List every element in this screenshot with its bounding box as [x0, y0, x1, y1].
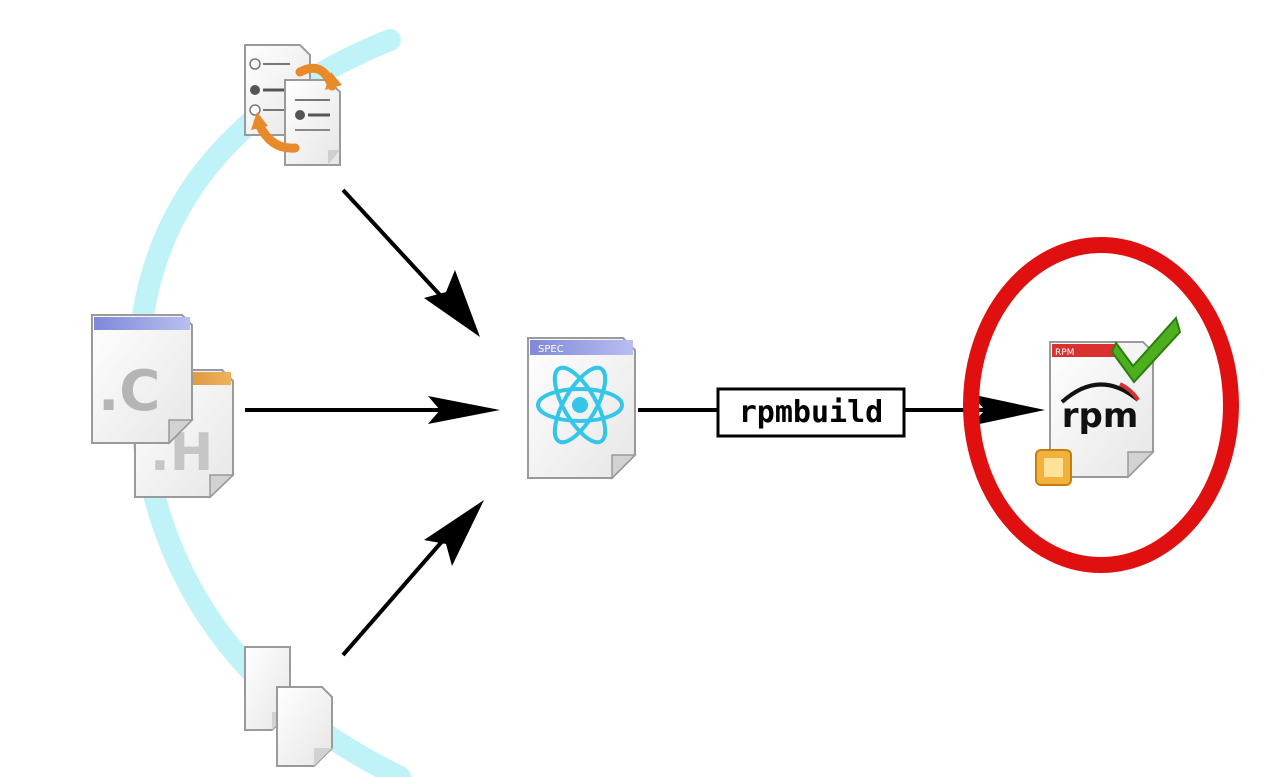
rpm-badge-text: RPM: [1055, 348, 1074, 358]
highlight-circle: [963, 237, 1239, 573]
checkmark-icon: [1110, 315, 1182, 384]
spec-file-icon: SPEC: [527, 337, 637, 480]
arrow-to-rpm: [904, 394, 1045, 426]
atom-icon: [536, 365, 624, 445]
rpm-package-icon: RPM rpm: [1035, 315, 1182, 486]
rpmbuild-label: rpmbuild: [739, 395, 884, 430]
patch-icon: [244, 44, 342, 166]
rpmbuild-label-box: rpmbuild: [716, 387, 906, 438]
files-icon: [244, 646, 333, 767]
c-file-glyph: .C: [98, 359, 160, 424]
arrow-from-files: [341, 500, 484, 657]
arrow-from-source: [245, 396, 500, 424]
spec-file-header: SPEC: [538, 344, 564, 355]
arrow-from-patch: [341, 188, 480, 337]
source-code-icon: .H .C: [91, 314, 235, 499]
rpm-logo-text: rpm: [1062, 396, 1139, 436]
